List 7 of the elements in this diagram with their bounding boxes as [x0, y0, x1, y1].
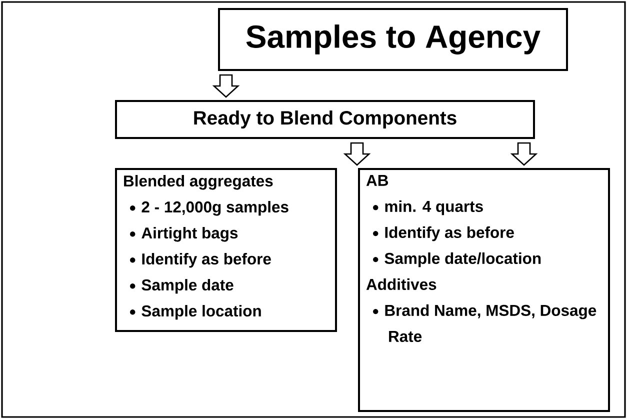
text-box: Blended aggregates 2 - 12,000g samples Airtight bags Identify as before Sample date Sample location [115, 168, 337, 332]
block-arrow [510, 142, 538, 166]
block-arrow [212, 74, 240, 98]
block-arrow [343, 142, 371, 166]
text-box: AB min. 4 quarts Identify as before Sample date/location Additives Brand Name, MSDS, Dosage Rate [358, 168, 610, 412]
text-box: Ready to Blend Components [115, 100, 535, 139]
title-box: Samples to Agency [218, 8, 568, 71]
